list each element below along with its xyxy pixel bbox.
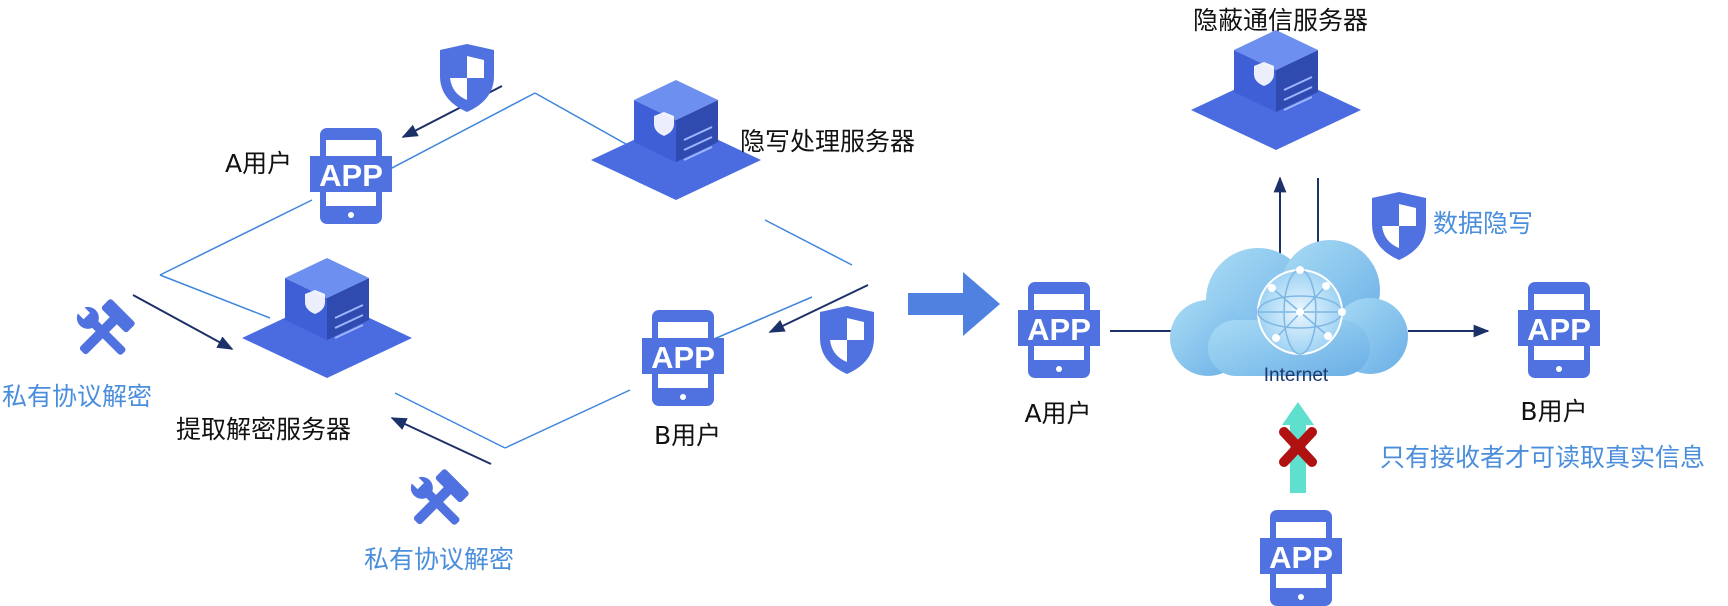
internet-cloud-icon (1170, 240, 1408, 376)
app-label: APP (1527, 312, 1591, 347)
label-data-stego: 数据隐写 (1433, 209, 1534, 238)
label-stego-server: 隐写处理服务器 (740, 127, 916, 156)
label-right-user-a: A用户 (1024, 399, 1092, 428)
tools-icon (76, 299, 135, 355)
shield-icon (1372, 192, 1426, 260)
covert-server-icon (1191, 30, 1361, 150)
app-phone-user-a[interactable]: APP (310, 128, 392, 224)
transition-arrow-icon (908, 272, 1000, 336)
label-user-b: B用户 (654, 421, 722, 450)
stego-server-icon (591, 80, 761, 200)
label-internet: Internet (1263, 365, 1329, 386)
app-phone-eavesdropper[interactable]: APP (1260, 510, 1342, 606)
label-covert-server: 隐蔽通信服务器 (1193, 6, 1369, 35)
label-extract-server: 提取解密服务器 (176, 415, 352, 444)
shield-icon (820, 306, 874, 374)
app-phone-user-b[interactable]: APP (642, 310, 724, 406)
blocked-x-icon (1279, 427, 1317, 467)
extract-server-icon (242, 258, 412, 378)
label-user-a: A用户 (225, 149, 293, 178)
app-phone-right-user-b[interactable]: APP (1518, 282, 1600, 378)
app-phone-right-user-a[interactable]: APP (1018, 282, 1100, 378)
arrow-from-bottom-tools (390, 417, 492, 465)
label-right-user-b: B用户 (1520, 397, 1588, 426)
label-private-decrypt-bottom: 私有协议解密 (364, 545, 515, 574)
tools-icon (410, 469, 469, 525)
app-label: APP (319, 158, 383, 193)
arrow-to-user-b (768, 284, 869, 333)
app-label: APP (1027, 312, 1091, 347)
shield-icon (440, 44, 494, 112)
app-label: APP (1269, 540, 1333, 575)
label-private-decrypt-left: 私有协议解密 (2, 382, 153, 411)
label-receiver-note: 只有接收者才可读取真实信息 (1380, 443, 1706, 472)
arrow-to-extract-server (132, 294, 234, 350)
flow-arrows-left (132, 85, 869, 465)
app-label: APP (651, 340, 715, 375)
